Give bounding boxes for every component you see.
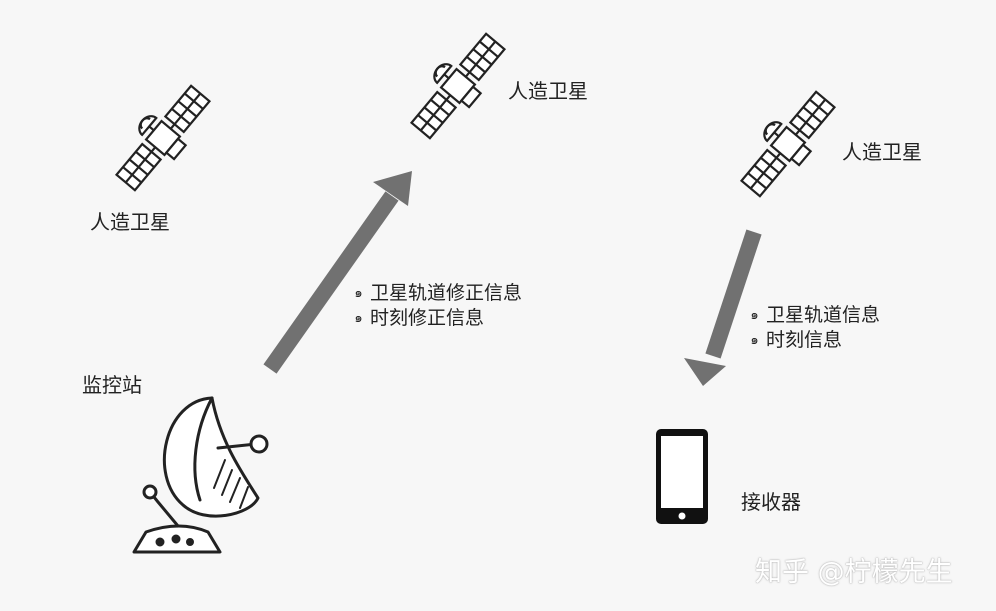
list-item-text: 时刻修正信息	[370, 307, 485, 329]
list-item-text: 卫星轨道修正信息	[370, 282, 523, 304]
uplink-arrow	[263, 171, 412, 374]
list-item: ๑ 卫星轨道信息	[748, 303, 880, 328]
downlink-info-list: ๑ 卫星轨道信息 ๑ 时刻信息	[748, 303, 880, 353]
satellite-label: 人造卫星	[90, 210, 170, 234]
satellite-label: 人造卫星	[842, 140, 922, 164]
satellite-icon	[103, 75, 219, 198]
list-item-text: 时刻信息	[766, 329, 843, 351]
list-item-text: 卫星轨道信息	[766, 304, 881, 326]
bullet-icon: ๑	[750, 333, 759, 348]
phone-icon	[656, 429, 708, 524]
bullet-icon: ๑	[354, 286, 363, 301]
downlink-arrow	[684, 229, 762, 386]
list-item: ๑ 卫星轨道修正信息	[352, 281, 522, 306]
satellite-dish-icon	[132, 396, 269, 554]
satellite-label: 人造卫星	[508, 79, 588, 103]
station-label: 监控站	[82, 373, 142, 397]
receiver-label: 接收器	[741, 490, 801, 514]
bullet-icon: ๑	[354, 311, 363, 326]
list-item: ๑ 时刻信息	[748, 328, 880, 353]
uplink-info-list: ๑ 卫星轨道修正信息 ๑ 时刻修正信息	[352, 281, 522, 331]
satellite-icon	[728, 81, 844, 204]
satellite-icon	[398, 23, 514, 146]
list-item: ๑ 时刻修正信息	[352, 306, 522, 331]
watermark: 知乎 @柠檬先生	[755, 557, 953, 588]
bullet-icon: ๑	[750, 308, 759, 323]
